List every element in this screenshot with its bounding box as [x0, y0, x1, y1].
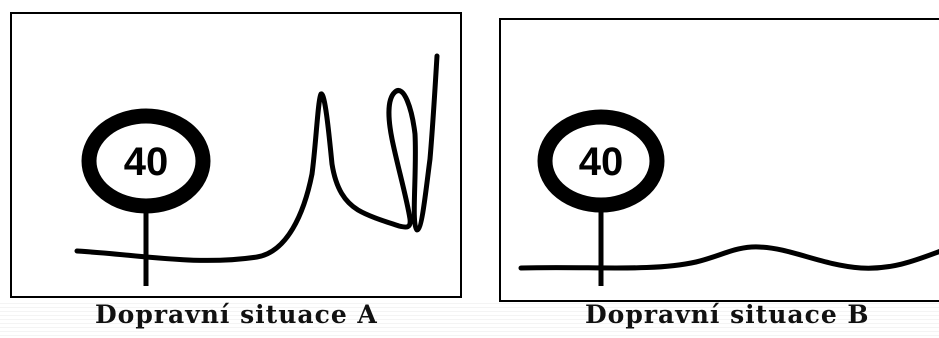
traffic-situation-b-panel: 40: [499, 18, 939, 302]
speed-limit-sign: 40: [81, 108, 211, 214]
caption-situation-b: Dopravní situace B: [585, 300, 870, 329]
road-line: [74, 53, 440, 263]
traffic-situation-b-drawing: 40: [518, 109, 939, 286]
speed-limit-sign-ring: [81, 108, 211, 214]
caption-background: [0, 300, 939, 338]
traffic-situation-a-panel: 40: [10, 12, 462, 298]
speed-limit-value: 40: [124, 140, 169, 184]
caption-situation-a: Dopravní situace A: [95, 300, 378, 329]
speed-limit-sign-ring: [537, 109, 665, 213]
road-line: [518, 244, 939, 271]
speed-limit-sign: 40: [537, 109, 665, 213]
speed-limit-value: 40: [579, 140, 624, 184]
traffic-situation-a-drawing: 40: [74, 53, 440, 286]
